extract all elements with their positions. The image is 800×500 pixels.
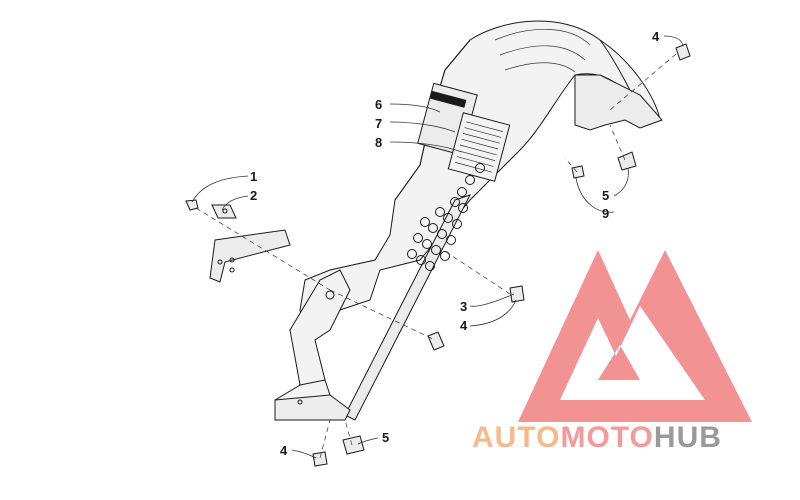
callout-8: 8 [375,135,382,150]
callout-4-mid: 4 [460,318,468,333]
ventilation-holes [407,163,485,271]
bracket-clip [211,204,237,219]
left-mount-bracket [185,199,291,283]
push-rivet-4-mid [509,285,525,303]
logo-text-hub: HUB [654,421,722,454]
callout-numbers: 1 2 6 7 8 3 4 4 5 9 4 5 [250,29,660,458]
logo-text-moto: MOTO [560,421,653,454]
bolt-4-top [675,43,691,61]
callout-7: 7 [375,116,382,131]
fender-inner-rail [344,194,472,421]
logo-wordmark: AUTOMOTOHUB [472,421,722,454]
callout-4-low: 4 [280,443,288,458]
callout-2: 2 [250,188,257,203]
callout-6: 6 [375,97,382,112]
screw-9 [571,165,585,179]
push-rivet-4-low [312,451,328,467]
rear-fender [274,20,663,421]
callout-5-low: 5 [382,430,389,445]
clip-nut-5-top [617,151,637,171]
callout-9: 9 [602,206,609,221]
fender-lower-bracket [274,394,351,421]
decal-8 [447,112,511,182]
callout-4-top: 4 [652,29,660,44]
lower-hardware [312,285,525,467]
logo-triangle [518,250,752,422]
logo-text: AUTOMOTOHUB [472,421,722,454]
callout-1: 1 [250,169,257,184]
leader-lines [191,35,684,459]
logo-mark [518,250,752,422]
fender-lower-skirt [289,269,351,386]
callout-3: 3 [460,299,467,314]
callout-5-top: 5 [602,188,609,203]
clip-nut-5-low [342,435,365,455]
logo-text-auto: AUTO [472,421,560,454]
bolt-3 [427,331,445,351]
assembly-lines [195,53,677,459]
